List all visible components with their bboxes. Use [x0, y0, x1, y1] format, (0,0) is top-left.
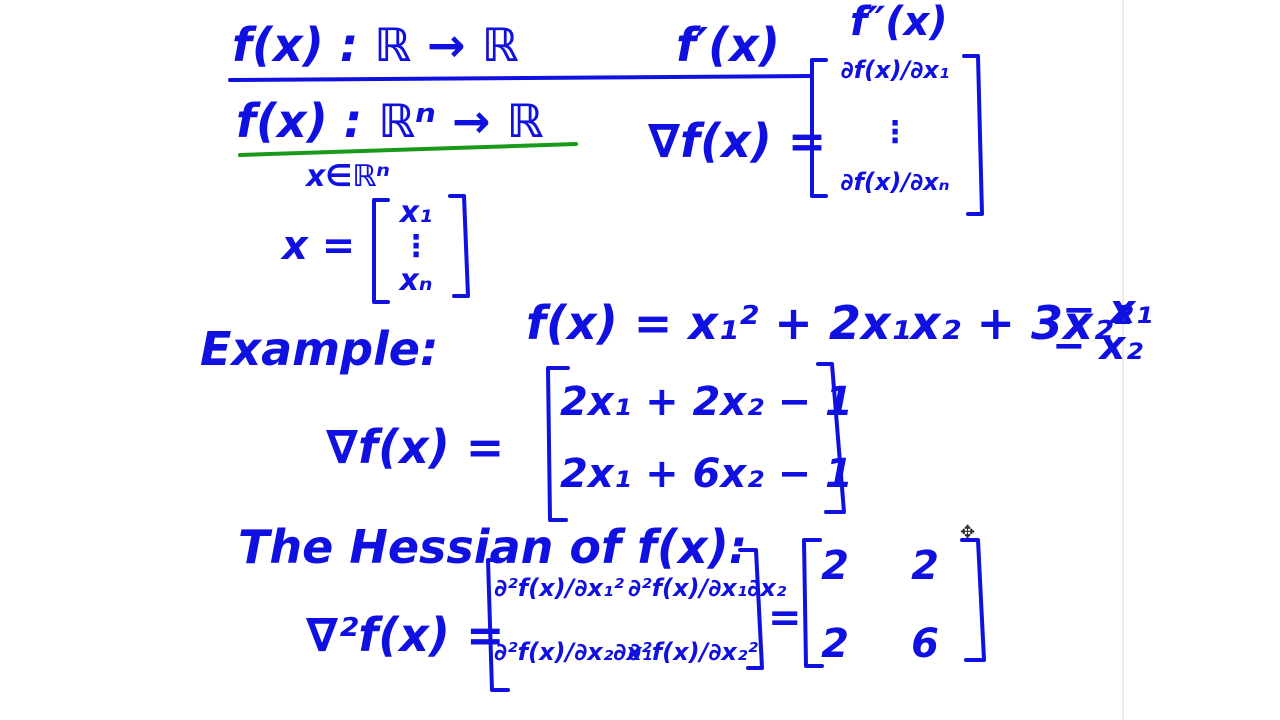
- domain-membership: x∈ℝⁿ: [306, 159, 390, 194]
- hessian-lhs: ∇²f(x) =: [306, 608, 505, 662]
- line1-second-derivative: f″(x): [850, 0, 948, 45]
- example-function: f(x) = x₁² + 2x₁x₂ + 3x₂²: [526, 296, 1134, 350]
- vector-x-last: xₙ: [399, 263, 433, 298]
- hessian-sym-21: ∂²f(x)/∂x₂∂x₁: [494, 638, 653, 666]
- hessian-num-11: 2: [821, 543, 849, 589]
- gradient-entry-dots: ⋮: [880, 115, 910, 150]
- move-cursor-icon: ✥: [960, 522, 976, 543]
- canvas-right-edge: [1122, 0, 1124, 720]
- vector-x-first: x₁: [399, 195, 433, 230]
- example-label: Example:: [200, 322, 439, 376]
- hessian-sym-22: ∂²f(x)/∂x₂²: [628, 638, 758, 666]
- vector-x-lhs: x =: [282, 223, 356, 269]
- gradient-example-lhs: ∇f(x) =: [326, 420, 505, 474]
- hessian-sym-11: ∂²f(x)/∂x₁²: [494, 574, 624, 602]
- vector-x-dots: ⋮: [401, 229, 431, 264]
- line1-mapping-text: f(x) : ℝ → ℝ: [232, 18, 519, 72]
- gradient-def-lhs: ∇f(x) =: [648, 114, 827, 168]
- example-extra-term-1: − x₁: [1062, 287, 1153, 333]
- hessian-num-12: 2: [911, 543, 939, 589]
- hessian-equals: =: [768, 595, 802, 641]
- line2-mapping-text: f(x) : ℝⁿ → ℝ: [236, 94, 544, 148]
- hessian-num-21: 2: [821, 621, 849, 667]
- gradient-entry-first: ∂f(x)/∂x₁: [840, 56, 950, 84]
- line1-first-derivative: f′(x): [676, 18, 780, 72]
- gradient-example-row-1: 2x₁ + 2x₂ − 1: [560, 379, 853, 425]
- gradient-example-row-2: 2x₁ + 6x₂ − 1: [560, 451, 853, 497]
- hessian-num-22: 6: [911, 621, 939, 667]
- hessian-title: The Hessian of f(x):: [238, 520, 748, 574]
- gradient-entry-last: ∂f(x)/∂xₙ: [840, 168, 950, 196]
- example-extra-term-2: − x₂: [1052, 323, 1143, 369]
- hessian-sym-12: ∂²f(x)/∂x₁∂x₂: [628, 574, 787, 602]
